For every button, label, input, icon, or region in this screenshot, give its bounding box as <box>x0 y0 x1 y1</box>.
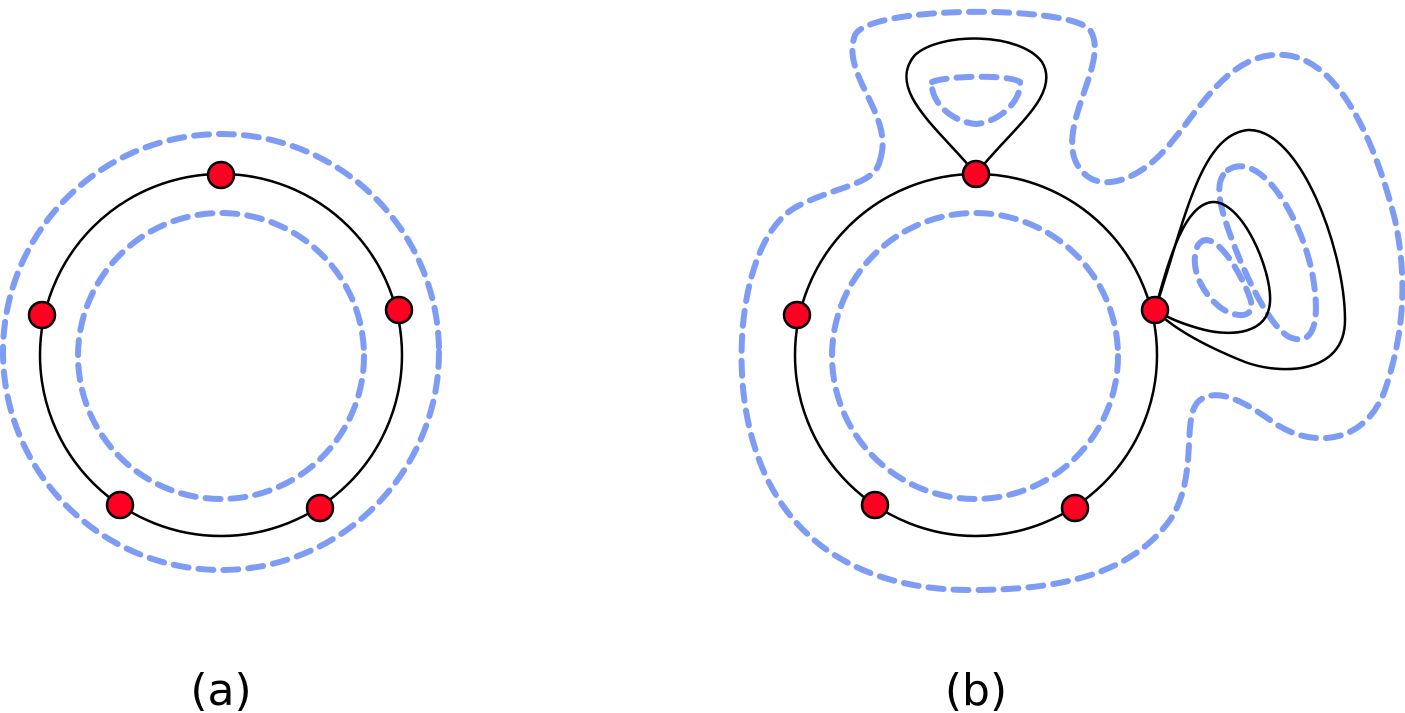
panel-a-vertex-bottom-left <box>105 490 135 520</box>
panel-b-right-inner-loop <box>1153 200 1272 335</box>
panel-b: (b) <box>738 8 1405 713</box>
panel-a-vertex-left <box>27 300 57 330</box>
panel-b-outer-dashed-boundary <box>738 8 1405 594</box>
panel-a-vertex-top <box>206 160 236 190</box>
panel-a-inner-dashed-boundary <box>75 210 367 502</box>
panel-a-label: (a) <box>190 665 251 713</box>
panel-b-right-outer-loop <box>1153 128 1347 371</box>
panel-b-inner-dashed-boundary <box>829 210 1121 502</box>
panel-a-main-circle <box>38 172 404 538</box>
panel-b-vertex-top <box>961 159 991 189</box>
panel-b-vertex-bottom-left <box>860 490 890 520</box>
panel-b-top-loop-dashed <box>928 73 1024 128</box>
panel-b-right-middle-dashed-loop <box>1216 163 1319 343</box>
panel-b-top-loop <box>905 37 1048 177</box>
panel-b-main-circle <box>793 172 1159 538</box>
panel-a-vertex-bottom-right <box>305 493 335 523</box>
panel-b-label: (b) <box>945 665 1007 713</box>
panel-b-right-innermost-dashed-loop <box>1191 237 1255 318</box>
panel-b-vertex-right <box>1140 295 1170 325</box>
panel-a-outer-dashed-boundary <box>0 131 442 573</box>
panel-b-vertex-left <box>782 300 812 330</box>
panel-a-vertex-right <box>384 295 414 325</box>
panel-a: (a) <box>0 131 442 713</box>
panel-b-vertex-bottom-right <box>1060 493 1090 523</box>
